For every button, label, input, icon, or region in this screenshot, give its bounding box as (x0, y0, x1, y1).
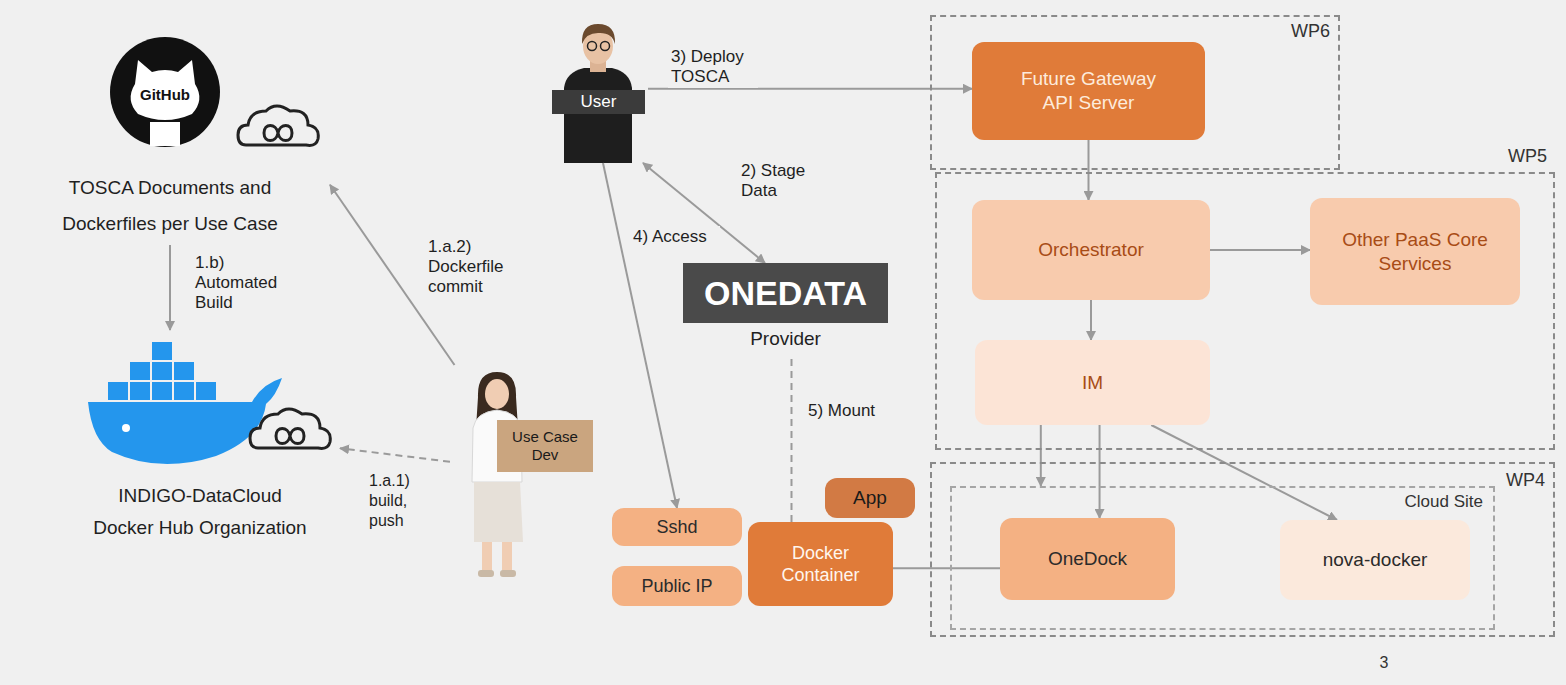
region-label: WP6 (1291, 21, 1330, 42)
user-figure: User (548, 28, 648, 163)
connector (1210, 249, 1310, 251)
edge-label: 3) Deploy TOSCA (668, 46, 758, 88)
app-box: App (825, 478, 915, 518)
box-label: nova-docker (1323, 548, 1428, 572)
cloud-site-region: Cloud SiteOneDock nova-docker (950, 486, 1495, 630)
work-package-region: WP6Future Gateway API Server (930, 15, 1340, 170)
connector (603, 163, 677, 508)
edge-label: 1.a.2) Dockerfile commit (425, 236, 525, 298)
logo-text: GitHub (125, 84, 205, 106)
work-package-region: WP5OrchestratorOther PaaS Core ServicesI… (935, 172, 1555, 450)
box-label: App (853, 486, 887, 510)
region-label: Cloud Site (1405, 492, 1483, 512)
connector (1040, 425, 1042, 486)
work-package-region: WP4Cloud SiteOneDock nova-docker (930, 462, 1555, 637)
service-box: Future Gateway API Server (972, 42, 1205, 140)
edge-label: 1.b) Automated Build (192, 252, 287, 314)
github-logo (110, 37, 220, 147)
driver-box: OneDock (1000, 518, 1175, 600)
provider-caption: Provider (683, 327, 888, 351)
user-sign: User (552, 90, 645, 114)
box-label: Docker Container (766, 542, 875, 587)
storage-provider: ONEDATA Provider (683, 263, 888, 357)
repository-group: TOSCA Documents and Dockerfiles per Use … (10, 30, 330, 245)
edge-label: 5) Mount (805, 400, 890, 422)
box-label: Other PaaS Core Services (1338, 228, 1492, 276)
box-label: IM (1082, 371, 1103, 395)
box-label: OneDock (1048, 547, 1127, 571)
box-label: Sshd (656, 516, 697, 539)
connector (1088, 140, 1090, 200)
page-number: 3 (1374, 652, 1394, 674)
box-label: Public IP (641, 575, 712, 598)
service-box: Other PaaS Core Services (1310, 198, 1520, 305)
connector (169, 245, 171, 330)
developer-figure: Use Case Dev (450, 365, 600, 580)
edge-label: 4) Access (630, 226, 720, 248)
edge-label: 1.a.1) build, push (366, 470, 424, 532)
connector (893, 567, 1000, 569)
edge-label: 2) Stage Data (738, 160, 818, 202)
onedata-logo: ONEDATA (683, 263, 888, 323)
service-box: IM (975, 340, 1210, 425)
registry-caption: INDIGO-DataCloud Docker Hub Organization (87, 480, 313, 544)
port-box: Sshd (612, 508, 742, 546)
connector (648, 88, 972, 90)
container-box: Docker Container (748, 522, 893, 606)
connector (1090, 300, 1092, 340)
driver-box: nova-docker (1280, 520, 1470, 600)
repository-caption: TOSCA Documents and Dockerfiles per Use … (40, 170, 300, 242)
service-box: Orchestrator (972, 200, 1210, 300)
connector (1099, 425, 1101, 518)
developer-sign: Use Case Dev (497, 420, 593, 472)
indigo-cloud-logo (250, 409, 330, 448)
region-label: WP4 (1506, 470, 1545, 491)
box-label: Future Gateway API Server (1012, 67, 1165, 115)
indigo-cloud-logo (238, 106, 318, 145)
registry-group: INDIGO-DataCloud Docker Hub Organization (60, 330, 340, 545)
box-label: Orchestrator (1038, 238, 1144, 262)
ip-box: Public IP (612, 566, 742, 606)
connector (1151, 425, 1337, 520)
connector (340, 448, 450, 462)
connector (791, 357, 793, 522)
region-label: WP5 (1508, 146, 1547, 167)
developer-person (472, 372, 523, 577)
